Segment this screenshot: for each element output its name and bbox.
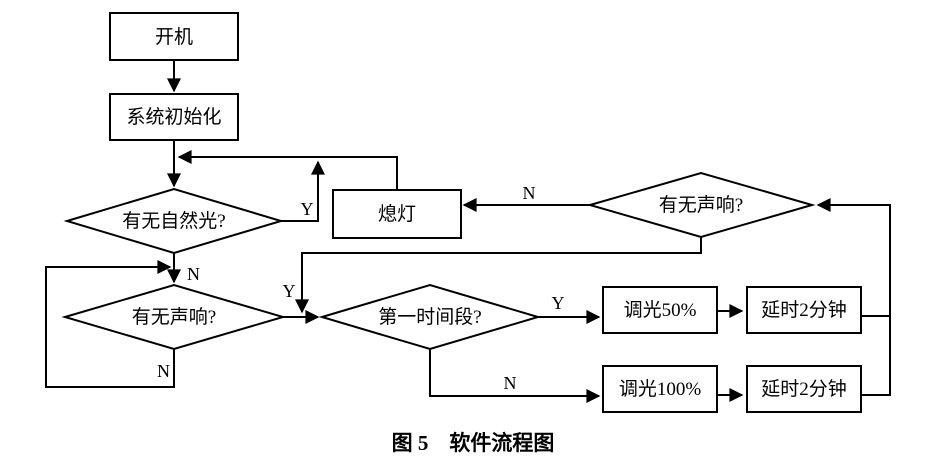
node-start-label: 开机 [155, 26, 193, 48]
edge-label-first-period-no: N [504, 373, 517, 393]
edge-label-natural-light-yes: Y [301, 199, 314, 219]
edge-label-sound-right-no: N [523, 183, 536, 203]
node-sound-right-label: 有无声响? [659, 194, 743, 216]
node-start-box [109, 12, 239, 61]
node-dim50-label: 调光50% [624, 299, 697, 321]
edge-sound-left-no-loop [45, 260, 175, 388]
edge-label-sound-left-no: N [157, 361, 170, 381]
node-dim50-box [602, 286, 718, 334]
node-natural-light-label: 有无自然光? [122, 210, 225, 232]
node-sound-left-diamond [61, 283, 287, 351]
node-init-box [109, 93, 239, 141]
node-init-label: 系统初始化 [126, 106, 221, 128]
node-dim100-label: 调光100% [619, 378, 702, 400]
edge-delay-bottom-up-to-sound-right [816, 198, 891, 396]
edge-natural-light-yes-loop [281, 160, 325, 222]
node-natural-light-diamond [63, 187, 285, 255]
edge-label-natural-light-no: N [187, 264, 200, 284]
node-sound-right-diamond [586, 171, 816, 239]
node-delay-bottom-box [746, 365, 862, 413]
node-delay-bottom-label: 延时2分钟 [761, 378, 847, 400]
node-first-period-label: 第一时间段? [378, 306, 481, 328]
edge-label-sound-merge-yes: Y [283, 281, 296, 301]
figure-caption: 图 5 软件流程图 [392, 431, 555, 455]
edge-label-first-period-yes: Y [552, 293, 565, 313]
node-delay-top-box [746, 286, 862, 334]
edge-sound-right-yes-to-first-period [295, 237, 702, 314]
node-first-period-diamond [318, 283, 542, 351]
node-sound-left-label: 有无声响? [132, 306, 216, 328]
node-lights-off-box [332, 189, 462, 239]
edge-first-period-no-to-dim100 [429, 349, 601, 403]
node-dim100-box [602, 365, 718, 413]
edge-lightsoff-return-to-natural-light [177, 150, 398, 190]
node-delay-top-label: 延时2分钟 [761, 299, 847, 321]
node-lights-off-label: 熄灯 [378, 203, 416, 225]
